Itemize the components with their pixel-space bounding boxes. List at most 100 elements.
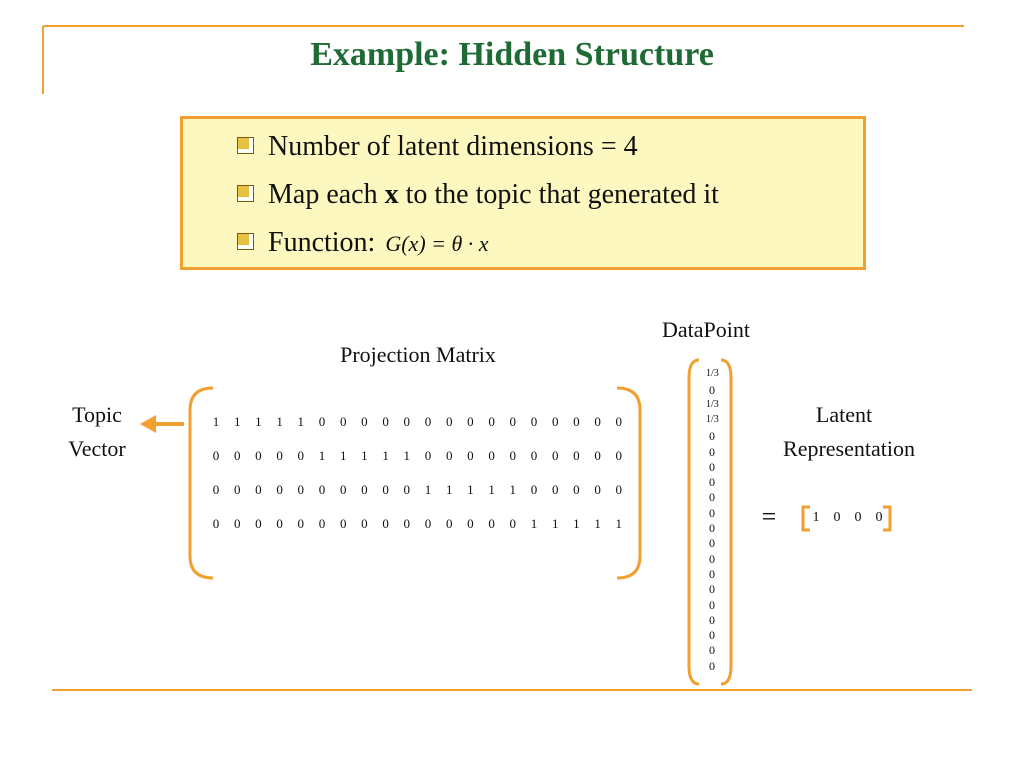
matrix-cell: 0 [382,414,389,429]
matrix-cell: 0 [382,516,389,531]
datapoint-left-bracket [687,358,700,686]
matrix-cell: 0 [445,448,453,463]
matrix-cell: 0 [255,482,262,497]
datapoint-cell: 0 [709,475,715,490]
matrix-left-bracket [188,386,214,580]
matrix-cell: 0 [339,414,347,429]
matrix-cell: 0 [276,448,283,463]
matrix-cell: 0 [297,448,305,463]
matrix-cell: 0 [573,414,580,429]
datapoint-cell: 0 [709,505,715,520]
matrix-cell: 1 [276,414,283,429]
bullet-1-text: Number of latent dimensions = 4 [268,131,638,162]
matrix-cell: 1 [467,482,474,497]
datapoint-cell: 0 [709,597,715,612]
matrix-cell: 0 [530,482,538,497]
datapoint-cell: 0 [709,459,715,474]
matrix-cell: 0 [276,516,283,531]
matrix-cell: 0 [339,482,347,497]
bullet-3-text: Function: [268,227,376,258]
matrix-cell: 1 [339,448,347,463]
vector-label-line2: Vector [68,436,126,461]
matrix-cell: 1 [403,448,411,463]
matrix-cell: 1 [318,448,326,463]
matrix-cell: 1 [382,448,389,463]
matrix-cell: 0 [594,482,601,497]
matrix-cell: 0 [233,482,241,497]
datapoint-cell: 0 [709,383,715,398]
matrix-cell: 0 [361,482,368,497]
matrix-cell: 0 [361,414,368,429]
matrix-cell: 0 [318,482,326,497]
matrix-cell: 0 [297,516,305,531]
projection-matrix-label: Projection Matrix [340,342,496,367]
matrix-cell: 0 [467,414,474,429]
latent-label-line1: Latent [815,402,873,427]
datapoint-label: DataPoint [662,317,750,342]
matrix-cell: 1 [594,516,601,531]
latent-left-bracket [801,505,810,532]
matrix-cell: 0 [424,516,432,531]
equals-sign: = [761,502,777,531]
matrix-cell: 0 [509,448,517,463]
matrix-cell: 0 [551,482,559,497]
datapoint-cell: 1/3 [706,368,719,379]
datapoint-cell: 0 [709,658,715,673]
datapoint-cell: 0 [709,536,715,551]
datapoint-cell: 1/3 [706,398,719,410]
matrix-cell: 0 [212,448,220,463]
datapoint-right-bracket [720,358,733,686]
matrix-cell: 0 [615,414,623,429]
matrix-cell: 0 [403,516,411,531]
matrix-cell: 0 [255,448,262,463]
matrix-cell: 1 [361,448,368,463]
latent-cell: 0 [833,510,841,525]
datapoint-cell: 0 [709,582,715,597]
matrix-cell: 0 [594,414,601,429]
matrix-right-bracket [616,386,642,580]
matrix-cell: 0 [615,482,623,497]
matrix-cell: 0 [530,414,538,429]
matrix-cell: 0 [212,482,220,497]
datapoint-cell: 0 [709,612,715,627]
latent-cell: 0 [875,510,883,525]
datapoint-cell: 0 [709,521,715,535]
datapoint-cell: 0 [709,551,715,566]
matrix-cell: 1 [488,482,495,497]
matrix-cell: 0 [573,448,580,463]
slide-title: Example: Hidden Structure [310,36,714,73]
matrix-cell: 0 [255,516,262,531]
bullet-1: Number of latent dimensions = 4 [237,131,638,163]
matrix-cell: 0 [339,516,347,531]
matrix-cell: 1 [297,414,305,429]
matrix-cell: 0 [276,482,283,497]
matrix-cell: 0 [573,482,580,497]
datapoint-cell: 0 [709,643,715,658]
matrix-cell: 1 [615,516,623,531]
matrix-cell: 0 [467,516,474,531]
bullet-2: Map each x to the topic that generated i… [237,179,719,211]
bullet-box: Number of latent dimensions = 4 Map each… [180,116,866,270]
matrix-cell: 1 [445,482,453,497]
checkbox-bullet-icon [237,137,254,154]
datapoint-cell: 1/3 [706,413,719,425]
matrix-cell: 1 [509,482,517,497]
matrix-cell: 0 [488,516,495,531]
matrix-cell: 0 [318,414,326,429]
function-formula: G(x) = θ · x [385,231,489,256]
matrix-cell: 1 [551,516,559,531]
matrix-cell: 1 [255,414,262,429]
latent-cell: 1 [812,510,820,525]
matrix-cell: 0 [530,448,538,463]
matrix-cell: 0 [233,448,241,463]
matrix-cell: 1 [212,414,220,429]
matrix-cell: 0 [361,516,368,531]
matrix-cell: 1 [424,482,432,497]
datapoint-cell: 0 [709,566,715,581]
matrix-cell: 0 [424,414,432,429]
datapoint-cell: 0 [709,444,715,459]
